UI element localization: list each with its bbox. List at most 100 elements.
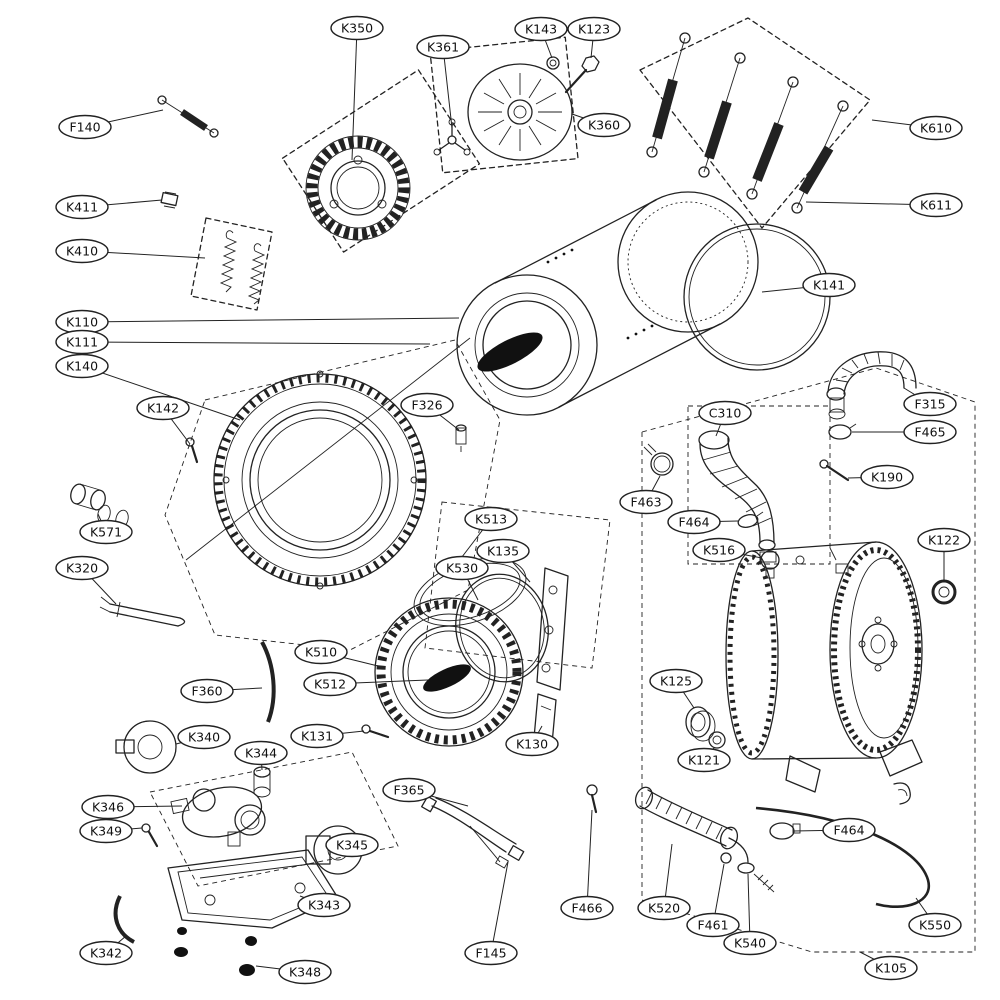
part-label-ellipse	[278, 959, 332, 985]
part-label-ellipse	[723, 930, 777, 956]
part-label-text: K411	[66, 200, 98, 215]
part-label-ellipse	[290, 723, 344, 749]
part-label-text: K110	[66, 315, 98, 330]
part-callout-k345-40: K345	[325, 832, 379, 858]
hose-f315-art	[826, 351, 917, 440]
part-label-text: K123	[578, 22, 610, 37]
part-callout-f145-50: F145	[464, 861, 518, 966]
part-label-text: F466	[571, 901, 602, 916]
part-callout-k360-4: K360	[571, 112, 631, 138]
part-callout-k111-12: K111	[55, 329, 431, 355]
part-label-ellipse	[435, 555, 489, 581]
part-label-text: K512	[314, 677, 346, 692]
part-label-ellipse	[505, 731, 559, 757]
part-callout-k510-29: K510	[294, 639, 379, 667]
part-label-ellipse	[908, 912, 962, 938]
part-callout-k346-38: K346	[81, 794, 183, 820]
part-callout-k142-14: K142	[136, 395, 191, 445]
part-label-text: K516	[703, 543, 735, 558]
part-label-text: K361	[427, 40, 459, 55]
part-callout-k105-49: K105	[859, 951, 918, 981]
part-label-text: K111	[66, 335, 98, 350]
front-tub-art	[164, 337, 501, 651]
part-label-text: K510	[305, 645, 337, 660]
part-label-text: K121	[688, 753, 720, 768]
part-callout-k342-51: K342	[79, 935, 133, 966]
leader-line	[351, 27, 358, 161]
springs-box-art	[190, 217, 273, 311]
part-callout-k320-25: K320	[55, 555, 117, 605]
part-label-ellipse	[864, 955, 918, 981]
part-callout-f464-47: F464	[793, 817, 876, 843]
heater-art	[99, 596, 186, 627]
part-callout-k140-13: K140	[55, 353, 241, 421]
rod-f360-art	[260, 641, 276, 723]
part-callout-k143-2: K143	[514, 16, 568, 59]
part-label-ellipse	[917, 527, 971, 553]
part-label-ellipse	[416, 34, 470, 60]
part-label-text: K320	[66, 561, 98, 576]
leader-line	[81, 317, 460, 323]
part-callout-k540-46: K540	[723, 873, 777, 956]
leader-line	[490, 861, 509, 954]
leader-line	[442, 46, 453, 129]
part-label-text: K540	[734, 936, 766, 951]
leader-line	[586, 809, 593, 909]
part-label-text: F464	[833, 823, 864, 838]
part-label-ellipse	[577, 112, 631, 138]
part-callout-k350-0: K350	[330, 15, 384, 161]
part-label-ellipse	[55, 329, 109, 355]
part-callout-f140-7: F140	[58, 109, 164, 140]
part-label-text: K513	[475, 512, 507, 527]
part-label-ellipse	[860, 464, 914, 490]
part-label-ellipse	[692, 537, 746, 563]
part-callout-f461-45: F461	[686, 863, 740, 938]
part-label-ellipse	[234, 740, 288, 766]
part-label-text: K342	[90, 946, 122, 961]
part-label-text: C310	[709, 406, 742, 421]
part-label-text: K360	[588, 118, 620, 133]
part-label-ellipse	[686, 912, 740, 938]
part-label-ellipse	[81, 794, 135, 820]
part-label-ellipse	[514, 16, 568, 42]
part-callout-f465-18: F465	[852, 419, 957, 445]
part-label-text: K105	[875, 961, 907, 976]
part-label-ellipse	[567, 16, 621, 42]
part-label-text: K340	[188, 730, 220, 745]
part-callout-f464-21: F464	[667, 509, 739, 535]
part-label-ellipse	[55, 353, 109, 379]
part-callout-k122-23: K122	[917, 527, 971, 581]
part-callout-f365-42: F365	[382, 777, 469, 807]
part-label-text: K143	[525, 22, 557, 37]
part-label-ellipse	[79, 940, 133, 966]
part-label-ellipse	[400, 392, 454, 418]
part-callout-k348-52: K348	[255, 959, 332, 985]
part-callout-f360-31: F360	[180, 678, 263, 704]
part-callout-k512-30: K512	[303, 671, 429, 697]
part-label-text: K142	[147, 401, 179, 416]
part-callout-f463-19: F463	[619, 475, 673, 515]
part-callout-k361-1: K361	[416, 34, 470, 129]
part-label-ellipse	[667, 509, 721, 535]
part-label-ellipse	[909, 115, 963, 141]
part-label-ellipse	[325, 832, 379, 858]
stator-assembly-art	[281, 69, 481, 253]
part-label-text: K520	[648, 901, 680, 916]
part-callout-k110-11: K110	[55, 309, 460, 335]
part-callout-k130-33: K130	[505, 725, 559, 757]
part-label-ellipse	[294, 639, 348, 665]
part-label-ellipse	[58, 114, 112, 140]
part-label-ellipse	[79, 818, 133, 844]
screw-k131-art	[361, 724, 390, 739]
part-label-ellipse	[55, 238, 109, 264]
part-callout-k131-32: K131	[290, 723, 365, 749]
part-label-ellipse	[698, 400, 752, 426]
rear-tub-group-art	[641, 367, 976, 953]
leader-line	[81, 365, 241, 421]
part-callout-k125-34: K125	[649, 668, 703, 709]
part-label-ellipse	[303, 671, 357, 697]
part-label-ellipse	[903, 391, 957, 417]
part-callout-k550-48: K550	[908, 897, 962, 938]
part-label-ellipse	[822, 817, 876, 843]
